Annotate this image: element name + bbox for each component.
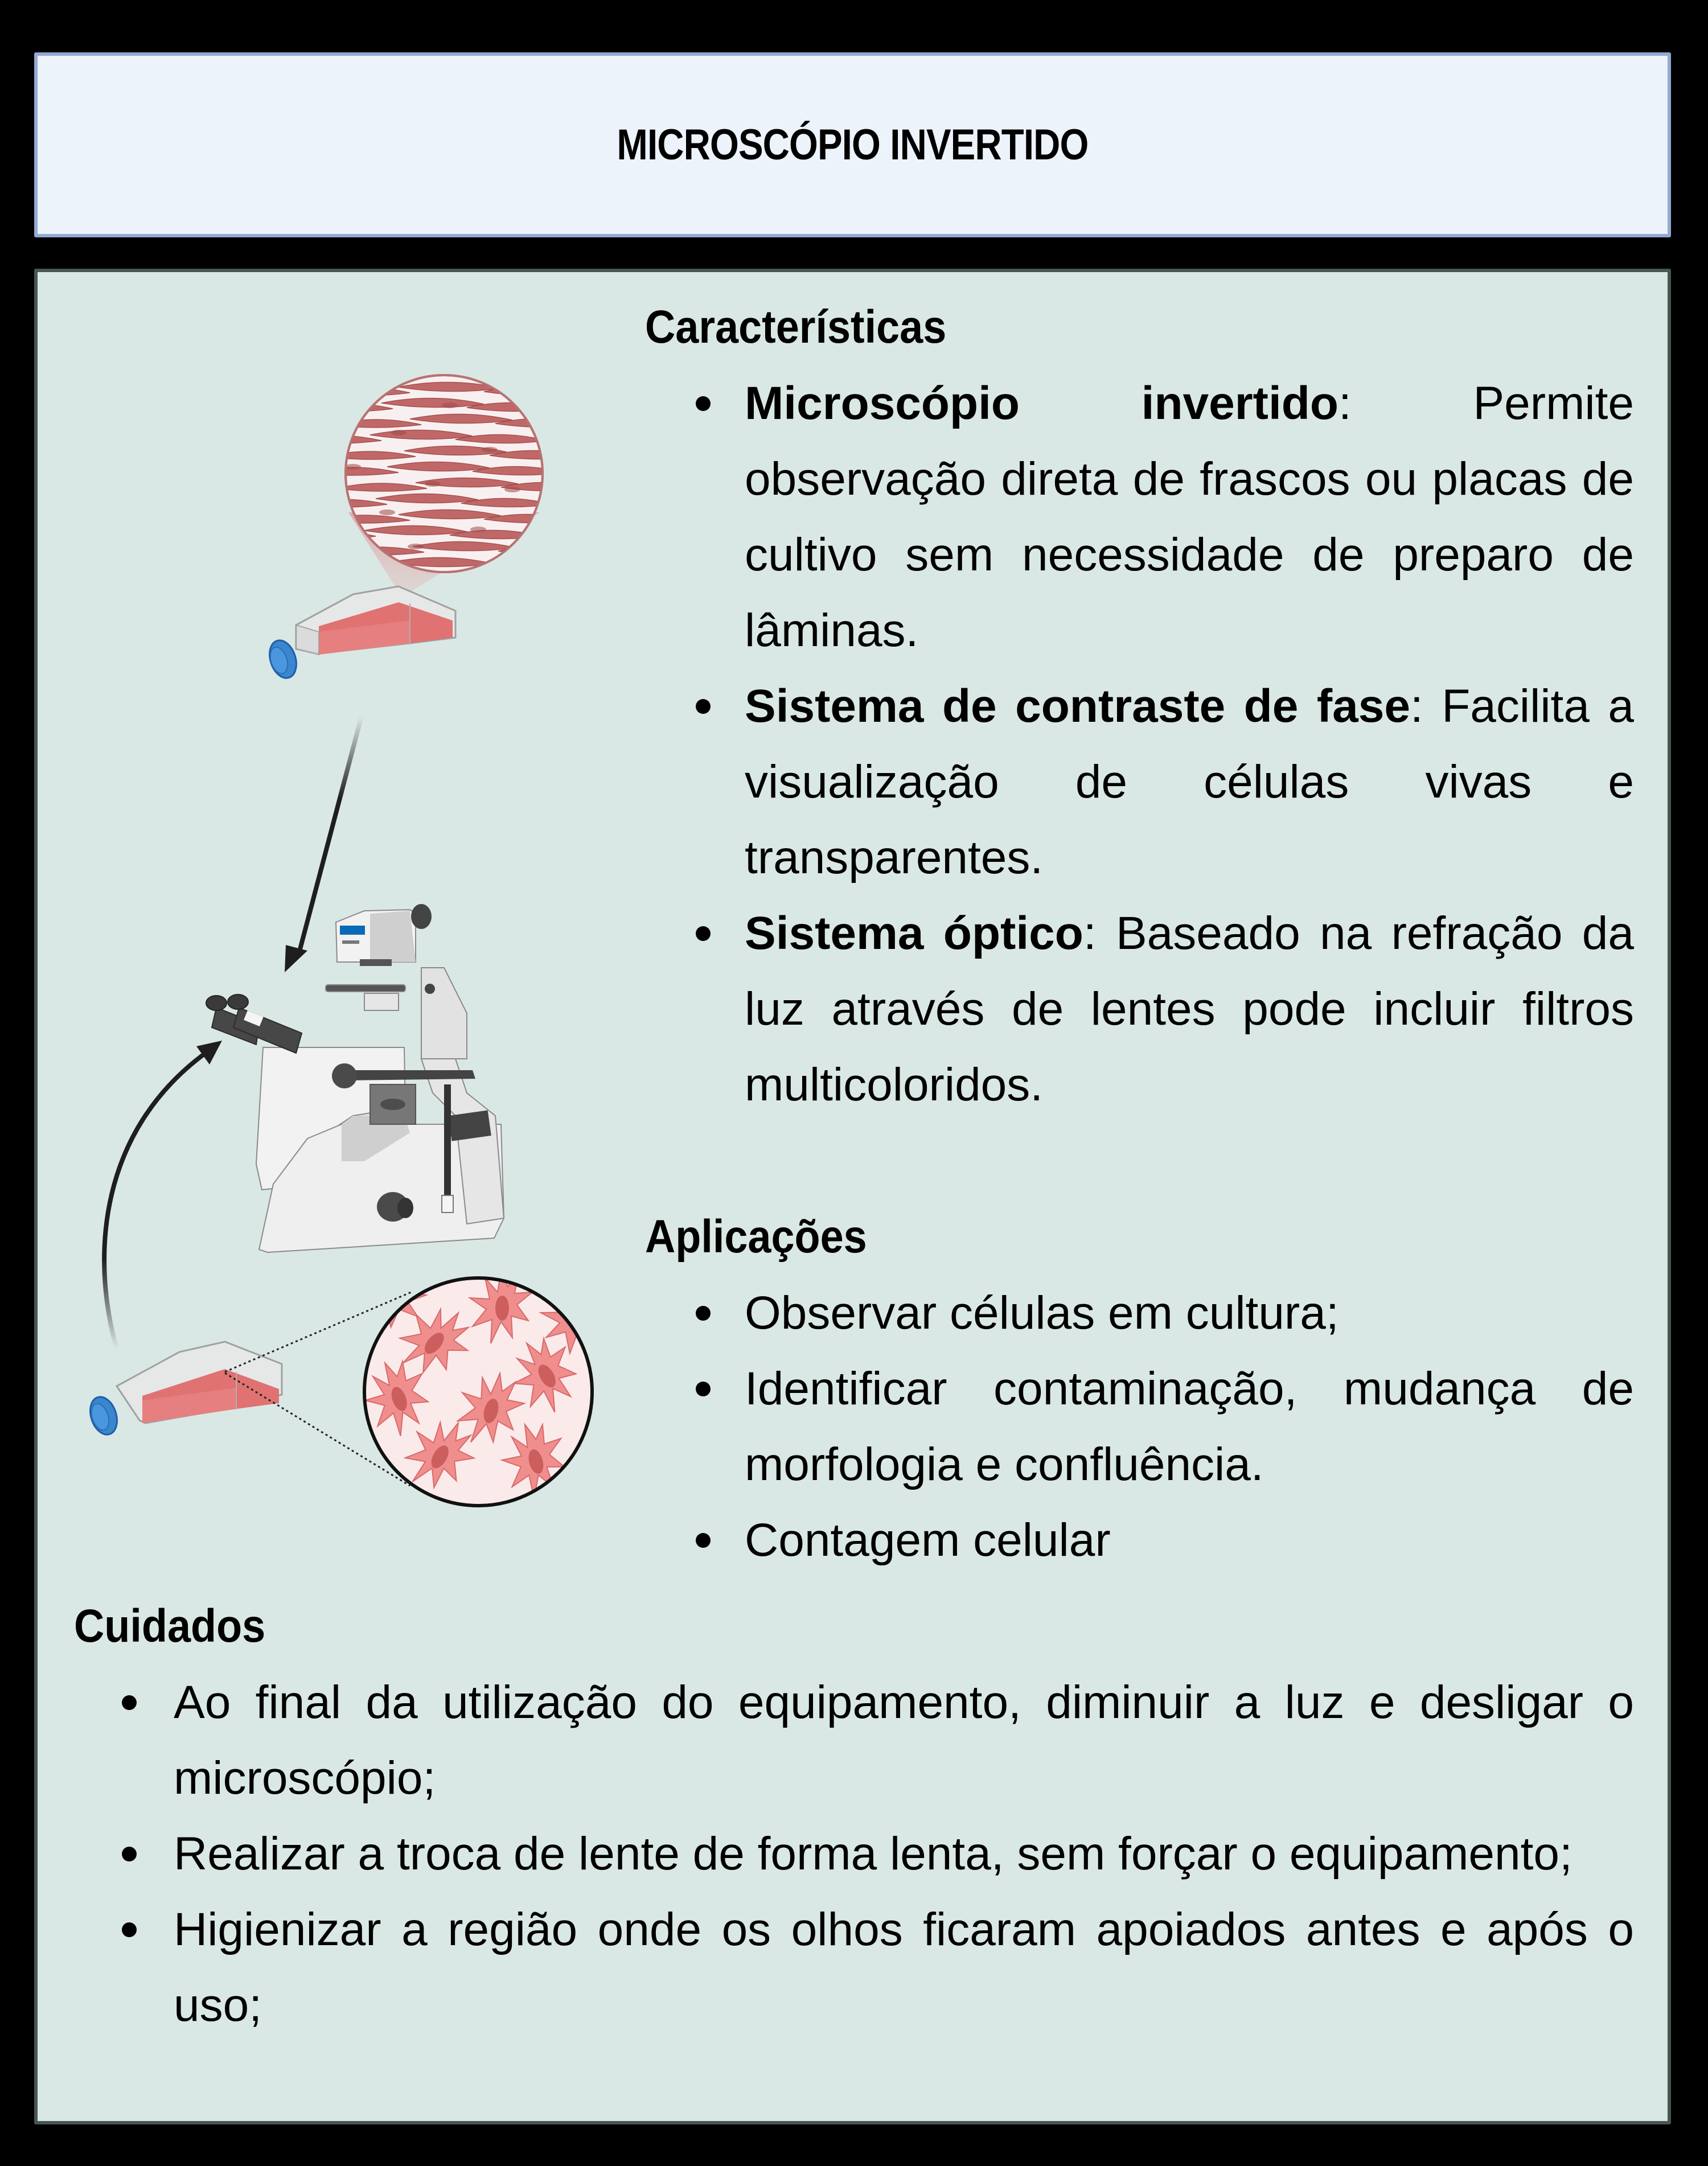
- item-text: Higienizar a região onde os olhos ficara…: [174, 1904, 1634, 2031]
- item-term: Sistema de contraste de fase: [745, 680, 1410, 732]
- page-title: MICROSCÓPIO INVERTIDO: [617, 121, 1089, 169]
- title-banner: MICROSCÓPIO INVERTIDO: [34, 52, 1671, 237]
- list-item: Sistema de contraste de fase: Facilita a…: [696, 668, 1634, 895]
- list-item: Higienizar a região onde os olhos ficara…: [122, 1892, 1634, 2043]
- bullet-icon: [696, 1533, 711, 1548]
- bullet-icon: [696, 1382, 711, 1396]
- item-sep: :: [1083, 907, 1097, 959]
- item-text: Baseado na refração da luz através de le…: [745, 907, 1635, 1111]
- cuidados-list: Ao final da utilização do equipamento, d…: [122, 1664, 1634, 2043]
- bullet-icon: [122, 1922, 137, 1937]
- list-item: Sistema óptico: Baseado na refração da l…: [696, 895, 1635, 1123]
- caracteristicas-list: Microscópio invertido: Permite observaçã…: [696, 365, 1635, 1123]
- arrow-icon: [102, 1041, 222, 1350]
- item-text: Facilita a visualização de células vivas…: [745, 680, 1634, 883]
- item-term: Sistema óptico: [745, 907, 1083, 959]
- list-item: Observar células em cultura;: [696, 1275, 1634, 1351]
- caracteristicas-heading: Características: [645, 301, 947, 353]
- aplicacoes-list: Observar células em cultura; Identificar…: [696, 1275, 1634, 1578]
- item-term: Microscópio invertido: [745, 377, 1339, 429]
- list-item: Realizar a troca de lente de forma lenta…: [122, 1816, 1634, 1892]
- culture-flask-icon: [269, 585, 457, 679]
- list-item: Microscópio invertido: Permite observaçã…: [696, 365, 1634, 668]
- bullet-icon: [696, 396, 711, 411]
- bullet-icon: [122, 1847, 137, 1861]
- bullet-icon: [696, 699, 711, 714]
- list-item: Contagem celular: [696, 1502, 1634, 1578]
- aplicacoes-heading: Aplicações: [645, 1211, 867, 1263]
- magnified-spindle-cells-icon: [344, 374, 544, 592]
- culture-flask-icon: [89, 1341, 283, 1436]
- item-text: Contagem celular: [745, 1514, 1111, 1566]
- item-text: Permite observação direta de frascos ou …: [745, 377, 1634, 656]
- inverted-microscope-icon: [206, 904, 505, 1253]
- list-item: Ao final da utilização do equipamento, d…: [122, 1664, 1634, 1816]
- bullet-icon: [122, 1695, 137, 1710]
- item-text: Identificar contaminação, mudança de mor…: [745, 1363, 1634, 1490]
- zoom-guide-lines: [224, 1291, 412, 1487]
- arrow-icon: [285, 715, 364, 972]
- bullet-icon: [696, 1306, 711, 1321]
- cuidados-heading: Cuidados: [74, 1600, 266, 1652]
- item-sep: :: [1410, 680, 1423, 732]
- magnified-star-cells-icon: [363, 1276, 594, 1507]
- item-text: Realizar a troca de lente de forma lenta…: [174, 1828, 1572, 1880]
- item-text: Ao final da utilização do equipamento, d…: [174, 1676, 1634, 1804]
- list-item: Identificar contaminação, mudança de mor…: [696, 1351, 1634, 1502]
- bullet-icon: [696, 926, 711, 941]
- item-text: Observar células em cultura;: [745, 1287, 1339, 1339]
- item-sep: :: [1338, 377, 1352, 429]
